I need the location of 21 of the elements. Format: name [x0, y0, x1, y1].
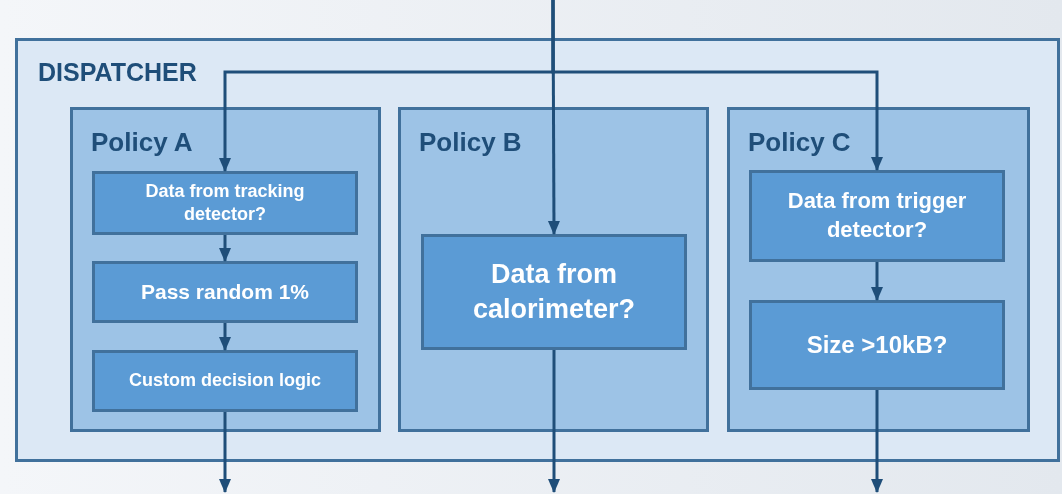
policy-panel [70, 107, 381, 432]
arrow [871, 390, 883, 493]
panel-title: Policy A [91, 128, 193, 157]
arrow [219, 412, 231, 493]
policy-panel [398, 107, 709, 432]
dispatcher-panel [15, 38, 1060, 462]
process-box: Pass random 1% [92, 261, 358, 323]
decision-box: Data from calorimeter? [421, 234, 687, 350]
arrow [871, 262, 883, 301]
decision-box: Size >10kB? [749, 300, 1005, 390]
panel-title: DISPATCHER [38, 59, 197, 87]
decision-box: Data from tracking detector? [92, 171, 358, 235]
decision-box: Data from trigger detector? [749, 170, 1005, 262]
panel-title: Policy C [748, 128, 851, 157]
process-box: Custom decision logic [92, 350, 358, 412]
arrow [551, 0, 883, 171]
panel-title: Policy B [419, 128, 522, 157]
policy-panel [727, 107, 1030, 432]
arrow [219, 235, 231, 262]
arrow [548, 350, 560, 493]
arrow [219, 323, 231, 351]
